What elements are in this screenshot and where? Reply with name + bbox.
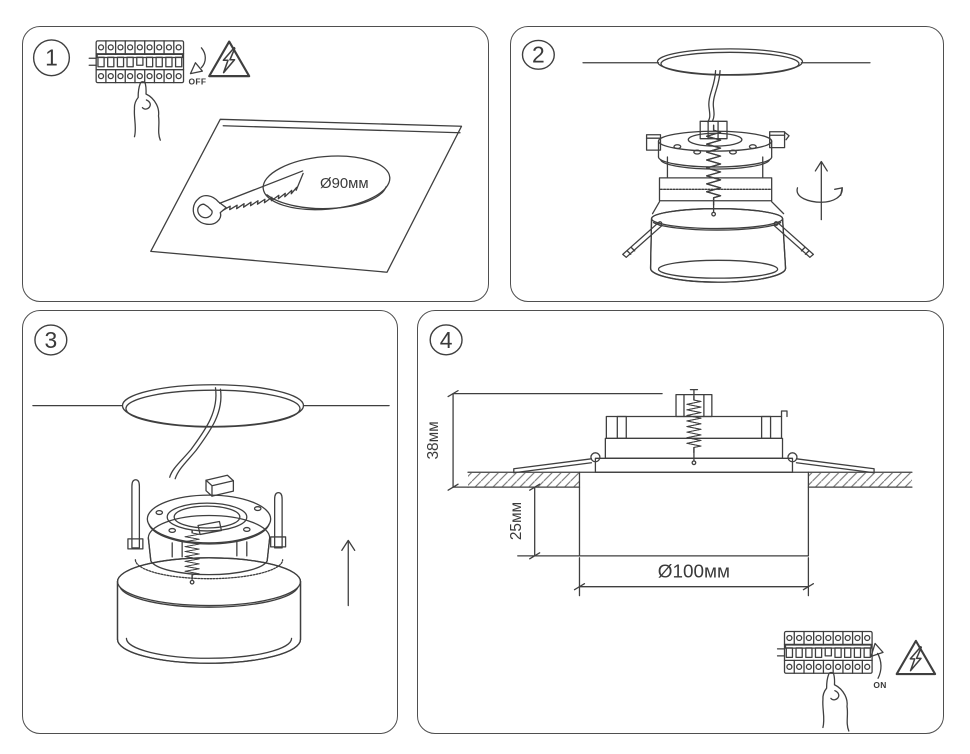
spring-clip-left [127, 479, 144, 550]
electric-shock-warning-icon [208, 40, 251, 78]
toggle-off-arrow-icon [189, 47, 206, 75]
front-tab [197, 520, 223, 536]
height-label: 38мм [425, 421, 442, 459]
body-taper [651, 201, 785, 215]
fixture-body [134, 514, 284, 580]
circuit-breaker-panel-icon [776, 630, 873, 732]
step-2-panel: 2 [510, 26, 944, 302]
step-number: 2 [532, 42, 545, 68]
step-4-drawing: 4 38мм 25м [425, 324, 937, 732]
step-3-drawing: 3 [32, 324, 390, 664]
step-1-drawing: 1 OFF Ø90мм [32, 39, 463, 273]
step-2-drawing: 2 [521, 39, 871, 283]
spring-clip-right [795, 458, 875, 474]
step-1-panel: 1 OFF Ø90мм [22, 26, 489, 302]
step-number-badge: 1 [32, 39, 71, 77]
spring-clip-right [773, 221, 815, 258]
step-4-panel: 4 38мм 25м [417, 310, 944, 734]
downlight-trim [116, 557, 302, 664]
cutout-diameter-label: Ø90мм [320, 176, 369, 192]
circuit-breaker-panel-icon [88, 40, 185, 141]
adjustment-spring-icon [184, 529, 200, 580]
power-cable-icon [706, 70, 721, 123]
power-cable-icon [169, 387, 222, 480]
rotate-to-fasten-arrow-icon [796, 160, 843, 221]
ceiling-hatch [467, 471, 913, 488]
recess-dimension: 25мм [508, 483, 581, 560]
push-up-arrow-icon [341, 539, 356, 607]
spring-tip [189, 579, 195, 585]
step-number: 3 [44, 327, 57, 353]
ceiling-tile [150, 118, 463, 273]
downlight-body [649, 208, 787, 283]
diameter-dimension: Ø100мм [573, 557, 815, 597]
step-number: 4 [440, 327, 453, 353]
spring-clip-left [513, 458, 593, 474]
toggle-on-arrow-icon [870, 642, 884, 679]
ceiling-hole [32, 384, 390, 428]
breaker-on-label: ON [873, 680, 886, 690]
step-3-panel: 3 [22, 310, 398, 734]
spring-clip-right [270, 492, 287, 549]
spring-clip-left [622, 221, 663, 258]
trim-section [578, 471, 810, 557]
mounting-ring [146, 474, 272, 545]
height-dimension: 38мм [425, 389, 663, 491]
ceiling-hole [582, 48, 871, 76]
breaker-off-label: OFF [189, 77, 207, 87]
step-number-badge: 3 [34, 324, 68, 356]
step-number-badge: 2 [521, 39, 555, 70]
step-number: 1 [45, 45, 58, 71]
electric-shock-warning-icon [895, 639, 937, 676]
installed-downlight-cross-section [513, 388, 875, 557]
rear-tab [205, 474, 235, 497]
recess-label: 25мм [508, 502, 525, 540]
diameter-label: Ø100мм [658, 562, 730, 583]
adjustment-spring-icon [686, 395, 702, 453]
spring-tip [711, 211, 717, 217]
step-number-badge: 4 [429, 324, 463, 356]
upper-cylinder [666, 156, 764, 179]
keyhole-saw-icon [192, 170, 304, 226]
